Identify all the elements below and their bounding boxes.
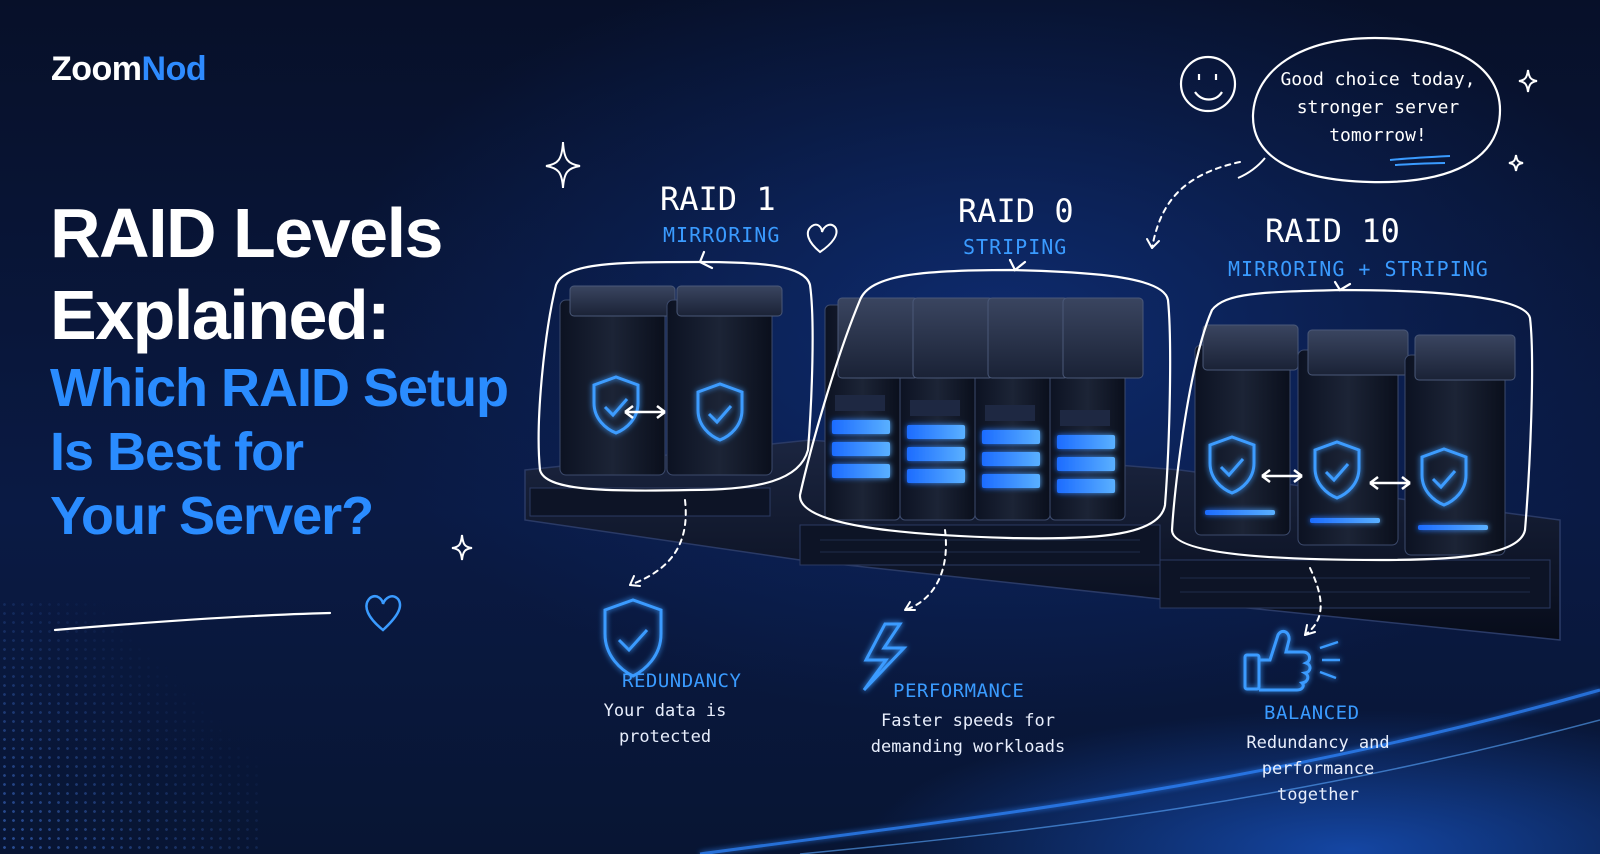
title-line-1: RAID Levels [50, 194, 443, 272]
raid1-subtitle: MIRRORING [663, 223, 781, 247]
sketch-outlines [53, 250, 1534, 632]
sparkle-icon [451, 69, 1538, 561]
brand-logo-part2: Nod [141, 50, 207, 88]
title-line-3: Which RAID Setup [50, 358, 509, 418]
speech-bubble-text: Good choice today, stronger server tomor… [1280, 69, 1476, 146]
smiley-icon [1179, 55, 1237, 113]
raid1-drives [559, 285, 783, 476]
feature-performance-description: Faster speeds for demanding workloads [870, 711, 1066, 757]
raid10-subtitle: MIRRORING + STRIPING [1228, 257, 1489, 281]
page-title: RAID Levels Explained: Which RAID Setup … [50, 192, 570, 548]
raid10-drives [1194, 324, 1516, 556]
lightning-icon [862, 622, 908, 692]
feature-redundancy-description: Your data is protected [603, 701, 727, 747]
feature-balanced-description: Redundancy and performance together [1246, 733, 1390, 805]
title-line-4: Is Best for [50, 422, 304, 482]
feature-redundancy-title: REDUNDANCY [622, 670, 742, 692]
raid0-drives [824, 297, 1144, 521]
dot-pattern [0, 600, 260, 854]
brand-logo-part1: Zoom [51, 50, 142, 88]
raid0-label: RAID 0 [958, 192, 1074, 230]
title-line-2: Explained: [50, 276, 390, 354]
heart-icon [365, 595, 402, 632]
heart-icon [806, 223, 838, 254]
dashed-arrows [629, 161, 1322, 636]
raid10-label: RAID 10 [1265, 212, 1400, 250]
feature-performance-title: PERFORMANCE [893, 680, 1025, 702]
shield-check-icon [603, 598, 663, 678]
brand-logo: ZoomNod [51, 50, 207, 89]
speech-bubble-outline [1237, 36, 1502, 184]
raid1-label: RAID 1 [660, 180, 776, 218]
title-line-5: Your Server? [50, 486, 374, 546]
thumbs-up-icon [1243, 629, 1340, 692]
feature-balanced-title: BALANCED [1264, 702, 1360, 724]
raid0-subtitle: STRIPING [963, 235, 1068, 259]
